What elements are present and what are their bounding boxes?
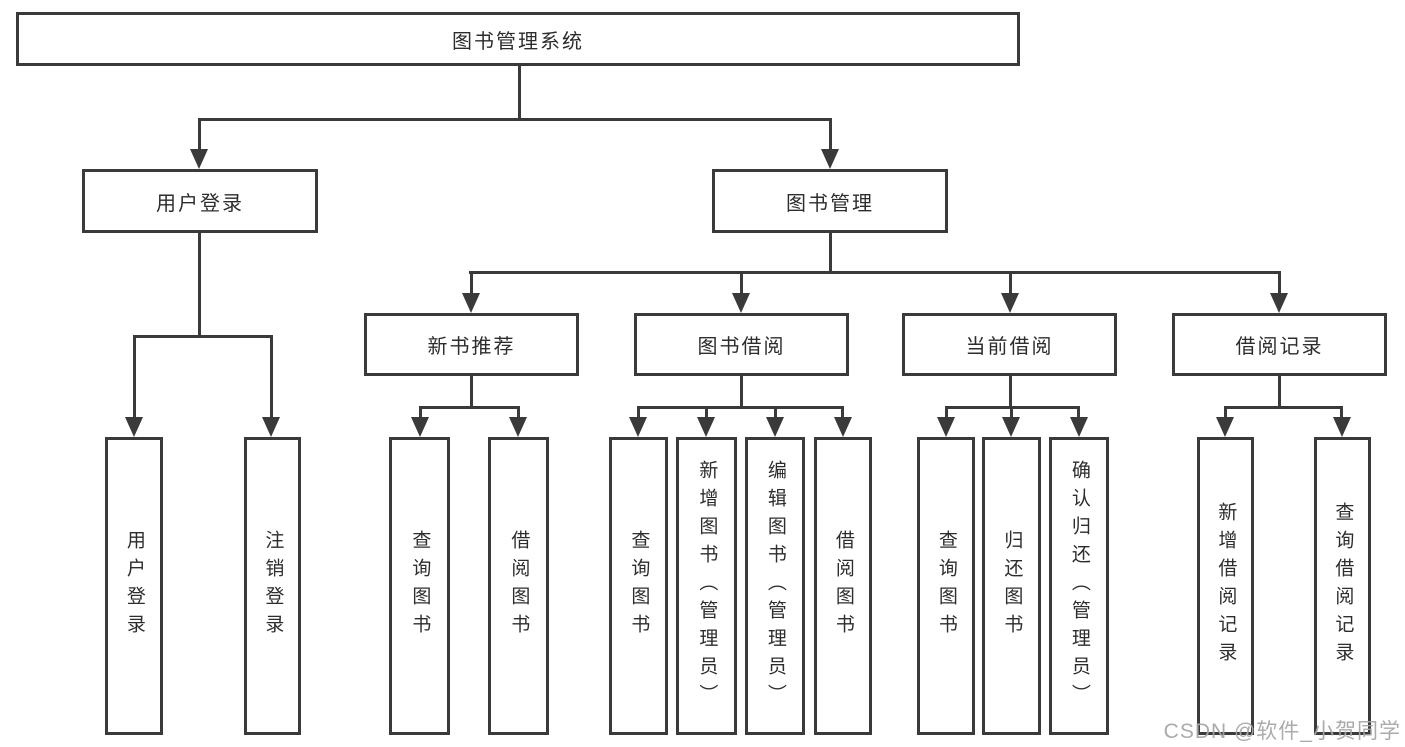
node-label: 当前借阅 [965,336,1054,358]
node-borrow-records: 借阅记录 [1172,313,1387,376]
leaf-label: 注销登录 [262,530,284,642]
arrow-down-icon [766,417,784,437]
arrow-down-icon [821,149,839,169]
arrow-down-icon [937,417,955,437]
node-label: 图书管理 [786,192,874,215]
arrow-down-icon [262,417,280,437]
arrow-down-icon [732,293,750,313]
leaf-label: 用户登录 [123,530,145,642]
arrow-down-icon [1001,293,1019,313]
connector [1010,406,1013,419]
arrow-down-icon [629,417,647,437]
connector [133,335,273,338]
connector [1009,374,1012,408]
leaf-borrow-books: 借阅图书 [488,437,549,735]
connector [133,335,136,419]
leaf-return-books: 归还图书 [982,437,1041,735]
connector [198,118,832,121]
leaf-confirm-return-admin: 确认归还（管理员） [1049,437,1109,735]
connector [517,406,520,419]
arrow-down-icon [1002,417,1020,437]
leaf-borrow-books: 借阅图书 [814,437,872,735]
arrow-down-icon [834,417,852,437]
leaf-add-borrow-record: 新增借阅记录 [1197,437,1254,735]
leaf-label: 确认归还（管理员） [1068,460,1090,712]
arrow-down-icon [509,417,527,437]
leaf-query-books: 查询图书 [917,437,975,735]
connector [740,374,743,408]
connector [1224,406,1227,419]
leaf-label: 查询图书 [628,530,650,642]
node-user-login: 用户登录 [82,169,318,233]
connector [705,406,708,419]
node-current-borrow: 当前借阅 [902,313,1117,376]
leaf-label: 借阅图书 [508,530,530,642]
node-book-borrow: 图书借阅 [634,313,849,376]
connector [829,118,832,151]
connector [829,231,832,274]
connector [638,406,843,409]
leaf-label: 编辑图书（管理员） [764,460,786,712]
connector [1224,406,1342,409]
arrow-down-icon [125,417,143,437]
connector [469,271,1281,274]
node-label: 新书推荐 [427,336,516,358]
connector [1278,271,1281,295]
node-label: 用户登录 [156,192,244,215]
node-label: 图书借阅 [697,336,786,358]
connector [198,118,201,151]
arrow-down-icon [462,293,480,313]
connector [419,406,519,409]
leaf-label: 归还图书 [1001,530,1023,642]
connector [419,406,422,419]
leaf-label: 查询图书 [935,530,957,642]
csdn-watermark: CSDN @软件_小贺同学 [1163,720,1401,743]
leaf-logout: 注销登录 [244,437,301,735]
connector [470,271,473,295]
leaf-label: 查询借阅记录 [1332,502,1354,670]
connector [774,406,777,419]
leaf-edit-books-admin: 编辑图书（管理员） [745,437,805,735]
leaf-query-books: 查询图书 [389,437,450,735]
leaf-query-books: 查询图书 [609,437,668,735]
connector [1077,406,1080,419]
leaf-label: 新增借阅记录 [1215,502,1237,670]
leaf-label: 借阅图书 [832,530,854,642]
arrow-down-icon [1216,417,1234,437]
arrow-down-icon [1070,417,1088,437]
connector [740,271,743,295]
node-root: 图书管理系统 [16,12,1020,66]
leaf-user-login: 用户登录 [105,437,163,735]
connector [270,335,273,419]
connector [1278,374,1281,408]
node-book-management: 图书管理 [712,169,948,233]
node-label: 图书管理系统 [452,30,584,53]
connector [637,406,640,419]
connector [198,231,201,337]
connector [1009,271,1012,295]
connector [470,374,473,408]
leaf-query-borrow-record: 查询借阅记录 [1314,437,1371,735]
connector [1340,406,1343,419]
arrow-down-icon [190,149,208,169]
arrow-down-icon [1270,293,1288,313]
connector [841,406,844,419]
leaf-label: 新增图书（管理员） [696,460,718,712]
arrow-down-icon [411,417,429,437]
leaf-label: 查询图书 [409,530,431,642]
node-new-book-recommend: 新书推荐 [364,313,579,376]
arrow-down-icon [697,417,715,437]
arrow-down-icon [1333,417,1351,437]
leaf-add-books-admin: 新增图书（管理员） [676,437,737,735]
connector [518,64,521,120]
connector [945,406,948,419]
node-label: 借阅记录 [1235,336,1324,358]
